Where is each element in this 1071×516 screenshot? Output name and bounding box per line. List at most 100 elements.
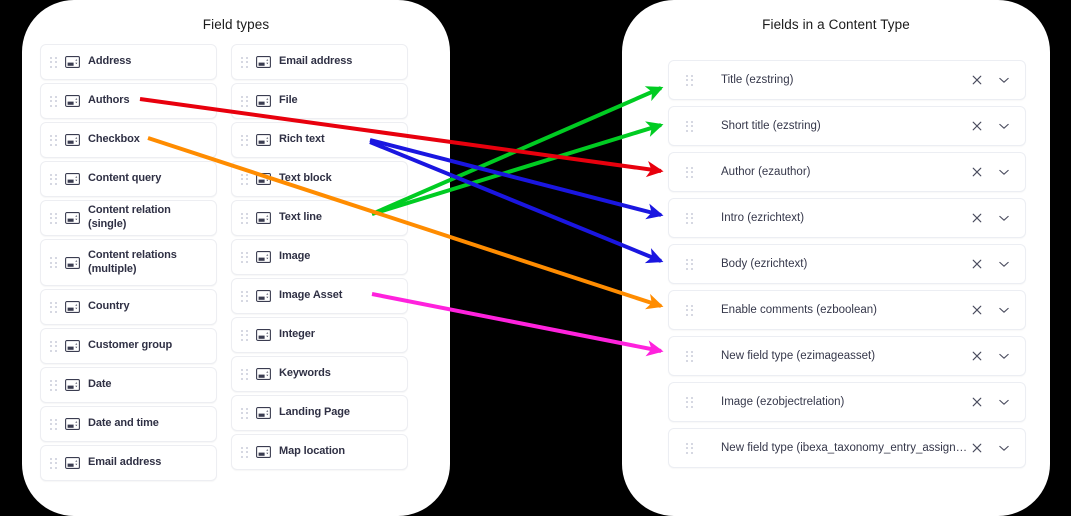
content-type-field-actions [970, 441, 1011, 455]
drag-handle-icon[interactable] [240, 290, 248, 303]
close-icon[interactable] [970, 441, 984, 455]
drag-handle-icon[interactable] [685, 304, 693, 317]
close-icon[interactable] [970, 395, 984, 409]
drag-handle-icon[interactable] [49, 56, 57, 69]
drag-handle-icon[interactable] [49, 95, 57, 108]
field-type-card[interactable]: Map location [231, 434, 408, 470]
drag-handle-icon[interactable] [240, 329, 248, 342]
content-type-field-actions [970, 395, 1011, 409]
content-type-field-row[interactable]: Author (ezauthor) [668, 152, 1026, 192]
close-icon[interactable] [970, 73, 984, 87]
field-type-card[interactable]: Date [40, 367, 217, 403]
field-type-card[interactable]: Country [40, 289, 217, 325]
chevron-down-icon[interactable] [997, 119, 1011, 133]
drag-handle-icon[interactable] [240, 212, 248, 225]
field-type-card[interactable]: Integer [231, 317, 408, 353]
drag-handle-icon[interactable] [240, 446, 248, 459]
field-type-card[interactable]: Landing Page [231, 395, 408, 431]
drag-handle-icon[interactable] [49, 340, 57, 353]
drag-handle-icon[interactable] [240, 134, 248, 147]
chevron-down-icon[interactable] [997, 395, 1011, 409]
close-icon[interactable] [970, 211, 984, 225]
content-type-field-row[interactable]: Title (ezstring) [668, 60, 1026, 100]
drag-handle-icon[interactable] [49, 212, 57, 225]
content-type-field-row[interactable]: Body (ezrichtext) [668, 244, 1026, 284]
content-type-field-row[interactable]: Enable comments (ezboolean) [668, 290, 1026, 330]
close-icon[interactable] [970, 257, 984, 271]
field-type-label: Image Asset [279, 289, 343, 302]
drag-handle-icon[interactable] [685, 166, 693, 179]
content-type-field-row[interactable]: Intro (ezrichtext) [668, 198, 1026, 238]
field-type-card[interactable]: Rich text [231, 122, 408, 158]
drag-handle-icon[interactable] [49, 256, 57, 269]
drag-handle-icon[interactable] [49, 457, 57, 470]
field-type-card[interactable]: Text line [231, 200, 408, 236]
drag-handle-icon[interactable] [240, 407, 248, 420]
field-type-card[interactable]: Text block [231, 161, 408, 197]
field-type-icon [65, 173, 80, 185]
field-type-card[interactable]: Content relations (multiple) [40, 239, 217, 286]
drag-handle-icon[interactable] [49, 134, 57, 147]
drag-handle-icon[interactable] [240, 251, 248, 264]
field-type-label: Date [88, 378, 112, 391]
chevron-down-icon[interactable] [997, 73, 1011, 87]
drag-handle-icon[interactable] [685, 396, 693, 409]
field-type-icon [256, 368, 271, 380]
close-icon[interactable] [970, 165, 984, 179]
field-type-card[interactable]: File [231, 83, 408, 119]
chevron-down-icon[interactable] [997, 257, 1011, 271]
chevron-down-icon[interactable] [997, 441, 1011, 455]
field-type-label: Email address [279, 55, 353, 68]
field-type-icon [256, 329, 271, 341]
content-type-field-row[interactable]: New field type (ibexa_taxonomy_entry_ass… [668, 428, 1026, 468]
field-type-icon [65, 457, 80, 469]
drag-handle-icon[interactable] [240, 368, 248, 381]
drag-handle-icon[interactable] [240, 173, 248, 186]
field-type-icon [65, 134, 80, 146]
field-type-label: File [279, 94, 298, 107]
field-type-label: Content relations (multiple) [88, 248, 177, 275]
chevron-down-icon[interactable] [997, 303, 1011, 317]
close-icon[interactable] [970, 303, 984, 317]
drag-handle-icon[interactable] [49, 418, 57, 431]
drag-handle-icon[interactable] [240, 56, 248, 69]
drag-handle-icon[interactable] [685, 74, 693, 87]
chevron-down-icon[interactable] [997, 211, 1011, 225]
chevron-down-icon[interactable] [997, 165, 1011, 179]
field-type-card[interactable]: Address [40, 44, 217, 80]
drag-handle-icon[interactable] [685, 120, 693, 133]
content-type-field-row[interactable]: New field type (ezimageasset) [668, 336, 1026, 376]
content-type-field-row[interactable]: Image (ezobjectrelation) [668, 382, 1026, 422]
content-type-field-row[interactable]: Short title (ezstring) [668, 106, 1026, 146]
field-type-card[interactable]: Authors [40, 83, 217, 119]
field-type-icon [65, 418, 80, 430]
content-type-field-label: New field type (ibexa_taxonomy_entry_ass… [721, 442, 970, 454]
content-type-field-label: Author (ezauthor) [721, 166, 811, 178]
content-type-field-label: Body (ezrichtext) [721, 258, 808, 270]
field-type-label: Map location [279, 445, 346, 458]
field-type-card[interactable]: Checkbox [40, 122, 217, 158]
drag-handle-icon[interactable] [49, 301, 57, 314]
close-icon[interactable] [970, 119, 984, 133]
field-type-card[interactable]: Image Asset [231, 278, 408, 314]
drag-handle-icon[interactable] [685, 212, 693, 225]
drag-handle-icon[interactable] [49, 173, 57, 186]
drag-handle-icon[interactable] [49, 379, 57, 392]
drag-handle-icon[interactable] [240, 95, 248, 108]
field-type-card[interactable]: Content relation (single) [40, 200, 217, 236]
drag-handle-icon[interactable] [685, 350, 693, 363]
field-type-card[interactable]: Customer group [40, 328, 217, 364]
field-type-card[interactable]: Date and time [40, 406, 217, 442]
field-type-card[interactable]: Content query [40, 161, 217, 197]
field-type-card[interactable]: Image [231, 239, 408, 275]
field-type-label: Content query [88, 172, 162, 185]
chevron-down-icon[interactable] [997, 349, 1011, 363]
field-type-card[interactable]: Keywords [231, 356, 408, 392]
field-type-card[interactable]: Email address [231, 44, 408, 80]
close-icon[interactable] [970, 349, 984, 363]
field-type-card[interactable]: Email address [40, 445, 217, 481]
drag-handle-icon[interactable] [685, 258, 693, 271]
drag-handle-icon[interactable] [685, 442, 693, 455]
field-type-label: Text block [279, 172, 332, 185]
